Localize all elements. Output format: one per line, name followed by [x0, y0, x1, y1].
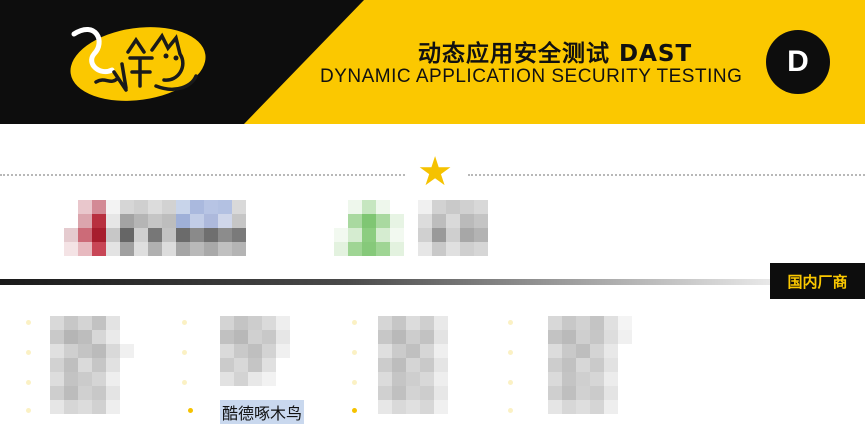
list-bullet: [182, 380, 187, 385]
star-icon: ★: [417, 149, 453, 195]
list-bullet: [182, 350, 187, 355]
page-title-en: DYNAMIC APPLICATION SECURITY TESTING: [320, 66, 743, 87]
cat-logo-icon: [70, 27, 206, 101]
list-bullet: [182, 320, 187, 325]
list-bullet: [508, 320, 513, 325]
redacted-vendor-column-4: [548, 316, 632, 414]
vendor-name-kude: 酷德啄木鸟: [220, 400, 305, 424]
header-banner: 动态应用安全测试 DAST DYNAMIC APPLICATION SECURI…: [0, 0, 865, 124]
list-bullet: [188, 408, 193, 413]
list-bullet: [26, 320, 31, 325]
list-bullet: [352, 380, 357, 385]
category-badge: D: [766, 30, 830, 94]
redacted-logo-2: [334, 200, 530, 256]
redacted-logo-1: [64, 200, 274, 256]
list-bullet: [352, 350, 357, 355]
list-bullet: [352, 408, 357, 413]
section-divider-band: [0, 279, 770, 285]
redacted-vendor-column-3: [378, 316, 462, 414]
list-bullet: [26, 380, 31, 385]
list-bullet: [26, 408, 31, 413]
dotted-divider-left: [0, 174, 405, 176]
redacted-vendor-column-1: [50, 316, 134, 414]
dotted-divider-right: [468, 174, 865, 176]
list-bullet: [508, 380, 513, 385]
list-bullet: [26, 350, 31, 355]
page-title-cn: 动态应用安全测试 DAST: [418, 41, 693, 67]
list-bullet: [352, 320, 357, 325]
list-bullet: [508, 350, 513, 355]
list-bullet: [508, 408, 513, 413]
redacted-vendor-column-2: [220, 316, 290, 386]
section-tag-domestic-vendors: 国内厂商: [770, 263, 865, 299]
